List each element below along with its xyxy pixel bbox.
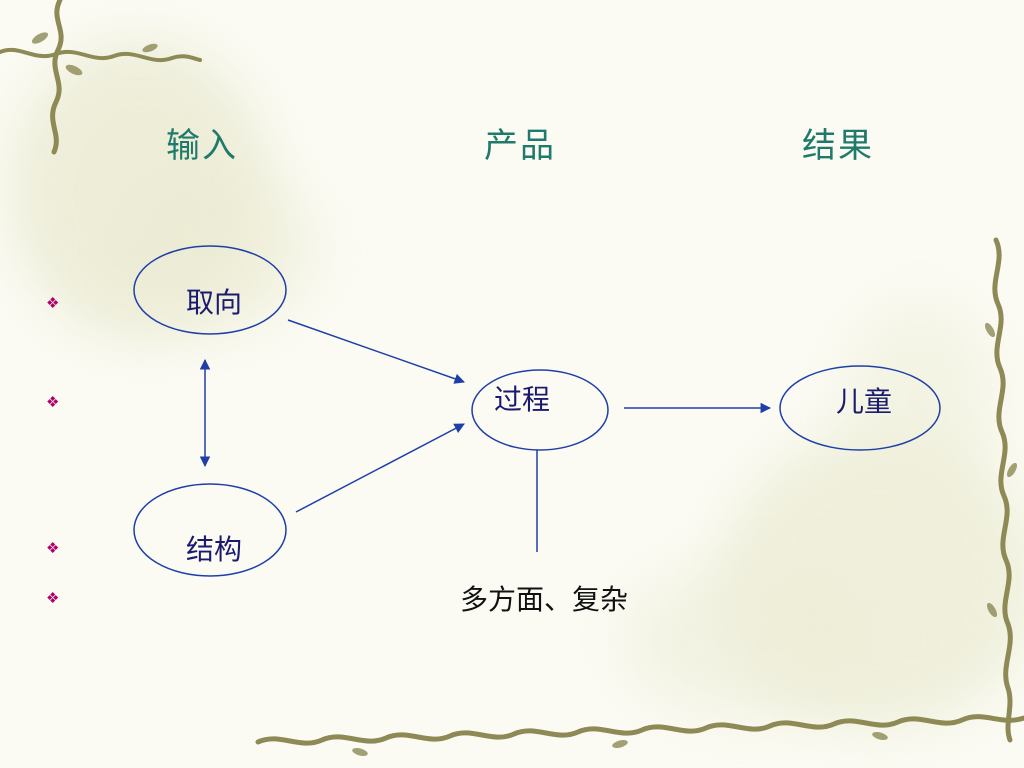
edge-structure-to-process [295,423,465,513]
vine-top-left-horizontal [0,47,202,63]
node-child-label: 儿童 [836,385,893,418]
header-product: 产品 [484,126,556,166]
node-structure-label: 结构 [186,533,243,566]
bullet-diamond-icon: ❖ [46,539,60,557]
bullet-diamond-icon: ❖ [46,393,60,411]
background-flower-wash [840,300,1000,500]
vine-bottom-horizontal [255,714,1024,746]
header-input: 输入 [166,126,238,166]
vine-top-left-vertical [50,0,64,155]
bullet-diamond-icon: ❖ [46,294,60,312]
node-process-ellipse [471,369,609,451]
background-flower-wash [620,560,880,720]
background-flower-wash [120,170,320,330]
node-orientation-label: 取向 [186,286,243,319]
header-result: 结果 [802,126,874,166]
edge-orientation-to-process [287,319,465,384]
node-structure-ellipse [133,483,287,577]
node-orientation-ellipse [133,245,287,335]
process-caption: 多方面、复杂 [460,583,629,616]
node-process-label: 过程 [494,383,551,416]
bullet-diamond-icon: ❖ [46,589,60,607]
vine-right-vertical [992,237,1013,743]
node-child-ellipse [779,365,941,451]
